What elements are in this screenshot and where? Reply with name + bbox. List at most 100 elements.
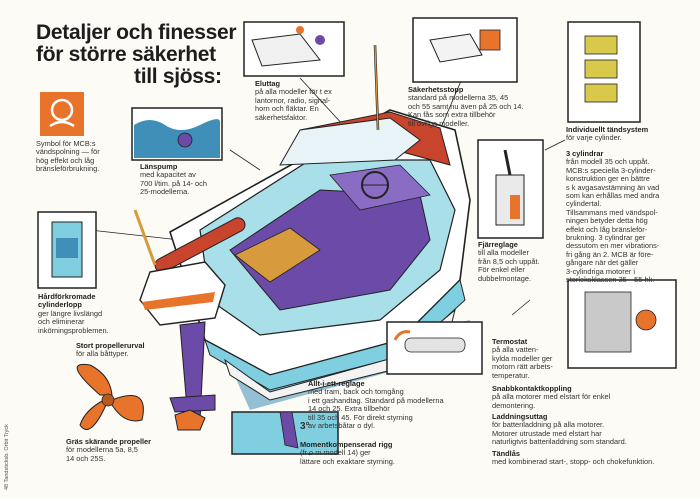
grasskarande-caption: Gräs skärande propeller för modellerna 5… xyxy=(66,437,176,463)
text-line: dessutom en mer vibrations- xyxy=(566,241,660,251)
caption-title: Stort propellerurval xyxy=(76,341,145,350)
text-line: hög effekt och låg xyxy=(36,155,95,165)
text-line: För enkel eller xyxy=(478,265,525,275)
caption-title: Snabbkontaktkoppling xyxy=(492,384,572,393)
windshield xyxy=(279,117,421,166)
text-line: för batteriladdning på alla motorer. xyxy=(492,420,605,430)
text-line: med kombinerad start-, stopp- och chokef… xyxy=(492,457,655,467)
text-line: med kapacitet av xyxy=(140,170,196,180)
text-line: av arbetsbåtar o dyl. xyxy=(308,421,375,431)
text-line: 700 l/tim. på 14- och xyxy=(140,178,207,188)
snabbkontakt-caption: Snabbkontaktkoppling på alla motorer med… xyxy=(492,384,692,410)
moment-caption: Momentkompenserad rigg (fr o m modell 14… xyxy=(300,440,450,466)
cockpit-floor xyxy=(229,189,431,311)
text-line: ningen betyder detta hög xyxy=(566,216,648,226)
caption-title: Momentkompenserad rigg xyxy=(300,440,393,449)
text-line: 25-modellerna. xyxy=(140,187,190,197)
text-line: storleksklassen 35—55 hk. xyxy=(566,275,655,285)
text-line: från modell 35 och uppåt. xyxy=(566,157,650,167)
text-line: fri gång än 2. MCB är före- xyxy=(566,249,654,259)
text-line: 3-cylindriga motorer i xyxy=(566,266,636,276)
motor-prop xyxy=(174,409,206,431)
text-line: horn och fläktar. En xyxy=(255,104,319,114)
text-line: demontering. xyxy=(492,400,536,410)
laddnings-caption: Laddningsuttag för batteriladdning på al… xyxy=(492,412,697,447)
text-line: motorn rätt arbets- xyxy=(492,362,553,372)
floor-board xyxy=(234,227,321,283)
propeller-illustration xyxy=(76,363,144,430)
text-line: kylda modeller ger xyxy=(492,353,553,363)
caption-title: Länspump xyxy=(140,162,178,171)
text-line: temperatur. xyxy=(492,370,530,380)
text-line: gångare när det gäller xyxy=(566,258,639,268)
text-line: 14 och 25. Extra tillbehör xyxy=(308,404,390,414)
text-line: lättare och exaktare styrning. xyxy=(300,456,395,466)
caption-title: Hårdförkromade xyxy=(38,292,96,301)
angle-label: 3° xyxy=(300,421,310,432)
motor-stripe xyxy=(142,292,215,310)
text-line: bränsleförbrukning. xyxy=(36,164,100,174)
motor-fin xyxy=(169,394,216,413)
caption-title: Eluttag xyxy=(255,79,281,88)
text-line: standard på modellerna 35, 45 xyxy=(408,93,509,103)
text-line: effekt och låg bränsleför- xyxy=(566,224,648,234)
caption-title: Säkerhetsstopp xyxy=(408,85,464,94)
caption-title: Allt-i-ett-reglage xyxy=(308,379,365,388)
text-line: Tillsammans med vändspol- xyxy=(566,207,658,217)
page-title: Detaljer och finesser för större säkerhe… xyxy=(36,21,237,88)
text-line: på alla modeller för t ex xyxy=(255,87,332,97)
sakerhetsstopp-caption: Säkerhetsstopp standard på modellerna 35… xyxy=(408,85,543,128)
text-line: och 55 samt nu även på 25 och 14. xyxy=(408,101,524,111)
rolled-canopy xyxy=(154,217,246,273)
eluttag-caption: Eluttag på alla modeller för t ex lantor… xyxy=(255,79,365,122)
caption-title: Termostat xyxy=(492,337,528,346)
text-line: (fr o m modell 14) ger xyxy=(300,448,371,458)
caption-title: 3 cylindrar xyxy=(566,149,604,158)
propellerurval-caption: Stort propellerurval för alla båttyper. xyxy=(76,341,176,359)
text-line: som kan erhållas med andra xyxy=(566,191,660,201)
title-line-1: Detaljer och finesser xyxy=(36,21,237,44)
caption-title: Fjärreglage xyxy=(478,240,518,249)
title-line-3: till sjöss: xyxy=(134,65,222,88)
text-line: lantornor, radio, signal- xyxy=(255,95,331,105)
text-line: till alla modeller xyxy=(478,248,529,258)
text-line: på alla motorer med elstart för enkel xyxy=(492,392,611,402)
title-line-2: för större säkerhet xyxy=(36,43,216,66)
text-line: konstruktion ger en bättre xyxy=(566,174,650,184)
symbol-caption: Symbol för MCB:s vändspolning — för hög … xyxy=(36,139,122,174)
mcb-symbol-icon xyxy=(40,92,84,136)
text-line: Symbol för MCB:s xyxy=(36,139,96,148)
text-line: i ett gashandtag. Standard på modellerna xyxy=(308,395,444,405)
caption-title: Tändlås xyxy=(492,449,520,458)
text-line: säkerhetsfaktor. xyxy=(255,112,308,122)
text-line: Kan fås som extra tillbehör xyxy=(408,110,496,120)
tandsystem-caption: Individuellt tändsystem för varje cylind… xyxy=(566,125,676,143)
caption-title: Individuellt tändsystem xyxy=(566,125,649,134)
fjarreglage-caption: Fjärreglage till alla modeller från 8,5 … xyxy=(478,240,563,283)
text-line: MCB:s speciella 3-cylinder- xyxy=(566,165,656,175)
caption-title: Laddningsuttag xyxy=(492,412,548,421)
text-line: s k avgasavstämning än vad xyxy=(566,182,660,192)
text-line: från 8,5 och uppåt. xyxy=(478,256,540,266)
text-line: cylindertal. xyxy=(566,199,602,209)
termostat-caption: Termostat på alla vatten- kylda modeller… xyxy=(492,337,572,380)
text-line: naturligtvis batteriladdning som standar… xyxy=(492,437,627,447)
text-line: med tram, back och tomgång xyxy=(308,387,404,397)
text-line: Motorer utrustade med elstart har xyxy=(492,428,602,438)
bench-seat xyxy=(329,164,431,211)
motor-cover xyxy=(139,261,226,326)
text-line: till 35 och 45. För direkt styrning xyxy=(308,412,413,422)
text-line: inkörningsproblemen. xyxy=(38,325,109,335)
text-line: 14 och 25S. xyxy=(66,453,106,463)
text-line: för varje cylinder. xyxy=(566,133,622,143)
text-line: på alla vatten- xyxy=(492,345,539,355)
text-line: vändspolning — för xyxy=(36,147,100,157)
text-line: ger längre livslängd xyxy=(38,308,103,318)
lanspump-caption: Länspump med kapacitet av 700 l/tim. på … xyxy=(140,162,235,197)
text-line: dubbelmontage. xyxy=(478,273,532,283)
allt-i-ett-caption: Allt-i-ett-reglage med tram, back och to… xyxy=(308,379,478,431)
hardforkromade-caption: Hårdförkromade cylinderlopp ger längre l… xyxy=(38,292,148,335)
text-line: och eliminerar xyxy=(38,317,85,327)
